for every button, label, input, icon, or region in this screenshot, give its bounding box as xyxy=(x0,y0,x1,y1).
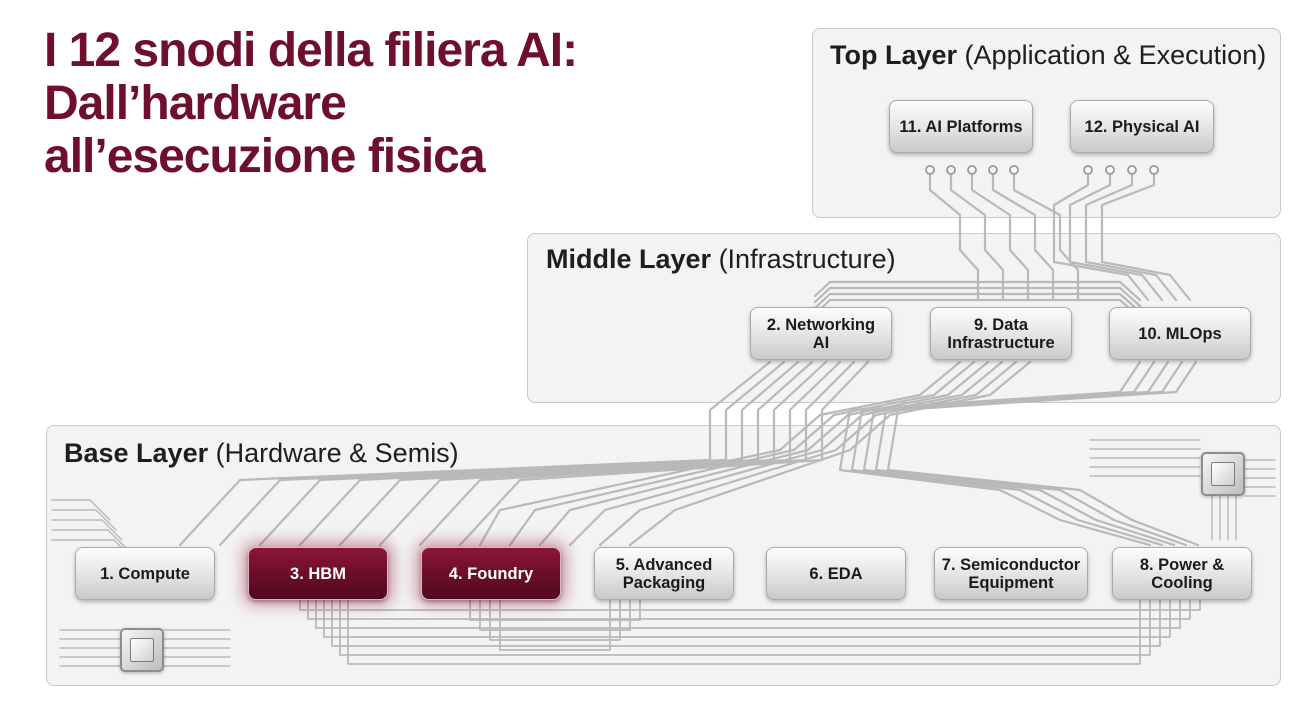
node-hbm[interactable]: 3. HBM xyxy=(248,547,388,600)
circuit-trace xyxy=(813,280,1142,302)
middle-layer-title: Middle Layer (Infrastructure) xyxy=(546,244,896,275)
circuit-trace xyxy=(949,168,1005,302)
circuit-trace xyxy=(538,360,990,547)
trace-pin xyxy=(988,165,998,175)
node-ai-platforms[interactable]: 11. AI Platforms xyxy=(889,100,1033,153)
trace-pin xyxy=(1105,165,1115,175)
circuit-trace xyxy=(489,599,621,641)
node-eda[interactable]: 6. EDA xyxy=(766,547,906,600)
node-advanced-packaging[interactable]: 5. Advanced Packaging xyxy=(594,547,734,600)
node-compute[interactable]: 1. Compute xyxy=(75,547,215,600)
circuit-trace xyxy=(339,599,1151,656)
circuit-trace xyxy=(307,599,1191,620)
trace-pin xyxy=(946,165,956,175)
circuit-trace xyxy=(51,509,117,531)
base-layer-subtitle: (Hardware & Semis) xyxy=(215,438,459,468)
top-layer-title: Top Layer (Application & Execution) xyxy=(830,40,1266,71)
circuit-trace xyxy=(970,168,1030,302)
circuit-trace xyxy=(1068,168,1164,302)
circuit-trace xyxy=(991,168,1055,302)
circuit-trace xyxy=(568,360,1004,547)
node-foundry[interactable]: 4. Foundry xyxy=(421,547,561,600)
trace-pin xyxy=(1009,165,1019,175)
base-layer-title: Base Layer (Hardware & Semis) xyxy=(64,438,459,469)
circuit-trace xyxy=(813,292,1142,314)
circuit-trace xyxy=(499,599,611,651)
trace-pin xyxy=(1083,165,1093,175)
base-layer-name: Base Layer xyxy=(64,438,209,468)
circuit-trace xyxy=(469,599,641,621)
title-line-2: Dall’hardware xyxy=(44,77,347,130)
node-power-cooling[interactable]: 8. Power & Cooling xyxy=(1112,547,1252,600)
circuit-trace xyxy=(850,360,1164,547)
node-semiconductor-equipment[interactable]: 7. Semiconductor Equipment xyxy=(934,547,1088,600)
circuit-trace xyxy=(51,519,123,541)
circuit-trace xyxy=(1012,168,1080,302)
circuit-trace xyxy=(813,286,1142,308)
middle-layer-name: Middle Layer xyxy=(546,244,712,274)
circuit-trace xyxy=(874,360,1188,547)
circuit-trace xyxy=(886,360,1200,547)
node-data-infrastructure[interactable]: 9. Data Infrastructure xyxy=(930,307,1072,360)
circuit-trace xyxy=(1100,168,1192,302)
circuit-trace xyxy=(1052,168,1150,302)
top-layer-subtitle: (Application & Execution) xyxy=(964,40,1267,70)
title-line-1: I 12 snodi della filiera AI: xyxy=(44,24,578,77)
trace-pin xyxy=(925,165,935,175)
chip-icon xyxy=(120,628,164,672)
circuit-trace xyxy=(323,599,1171,638)
circuit-trace xyxy=(51,529,129,551)
middle-layer-subtitle: (Infrastructure) xyxy=(718,244,896,274)
trace-pin xyxy=(1149,165,1159,175)
circuit-trace xyxy=(479,599,631,631)
page-title: I 12 snodi della filiera AI: Dall’hardwa… xyxy=(44,24,684,183)
node-mlops[interactable]: 10. MLOps xyxy=(1109,307,1251,360)
circuit-trace xyxy=(299,599,1201,611)
circuit-trace xyxy=(315,599,1181,629)
node-networking-ai[interactable]: 2. Networking AI xyxy=(750,307,892,360)
circuit-trace xyxy=(598,360,1018,547)
trace-pin xyxy=(967,165,977,175)
title-line-3: all’esecuzione fisica xyxy=(44,130,486,183)
circuit-trace xyxy=(51,499,111,521)
circuit-trace xyxy=(331,599,1161,647)
circuit-trace xyxy=(1084,168,1178,302)
circuit-trace xyxy=(928,168,980,302)
top-layer-name: Top Layer xyxy=(830,40,958,70)
node-physical-ai[interactable]: 12. Physical AI xyxy=(1070,100,1214,153)
circuit-trace xyxy=(478,360,962,547)
circuit-trace xyxy=(347,599,1141,665)
trace-pin xyxy=(1127,165,1137,175)
circuit-trace xyxy=(508,360,976,547)
chip-icon xyxy=(1201,452,1245,496)
